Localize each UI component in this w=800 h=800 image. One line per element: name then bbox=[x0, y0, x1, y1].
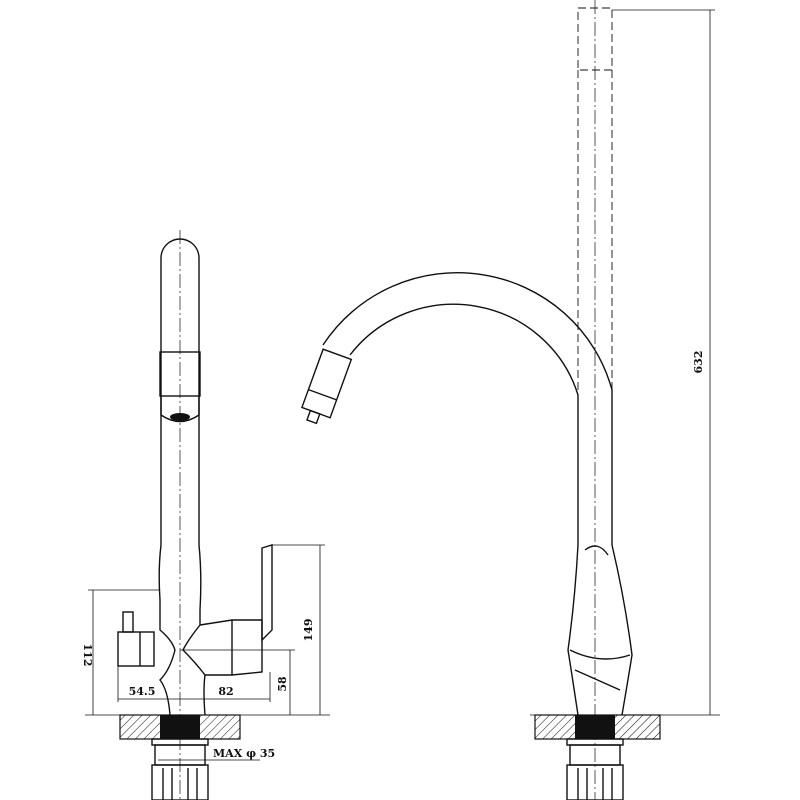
side-spout-band bbox=[159, 351, 201, 397]
dim-handle-height: 149 bbox=[302, 619, 315, 642]
side-nut bbox=[151, 764, 209, 800]
front-nut bbox=[566, 764, 624, 800]
side-aerator bbox=[160, 396, 200, 423]
dim-max-hole: MAX φ 35 bbox=[213, 747, 275, 760]
side-view bbox=[117, 230, 273, 800]
dim-side-height: 112 bbox=[81, 644, 94, 667]
dim-left-offset: 54.5 bbox=[129, 685, 156, 698]
side-knob-stem bbox=[122, 611, 134, 633]
front-spout-phantom-band bbox=[577, 7, 613, 71]
side-base-hole bbox=[160, 715, 200, 739]
front-body bbox=[567, 544, 633, 716]
front-view bbox=[301, 0, 661, 800]
side-handle-body bbox=[199, 619, 263, 676]
dim-total-height: 632 bbox=[692, 351, 705, 374]
side-dimensions: 112 149 58 54.5 82 MAX φ 35 bbox=[81, 544, 325, 761]
side-handle-lever bbox=[261, 544, 273, 642]
side-spout-tube bbox=[160, 238, 200, 545]
front-gooseneck-inner bbox=[349, 303, 579, 545]
dim-outlet-height: 58 bbox=[276, 676, 289, 692]
front-nozzle bbox=[301, 348, 353, 425]
front-base-hole bbox=[575, 715, 615, 739]
front-dimensions: 632 bbox=[612, 9, 715, 715]
front-gooseneck-outer bbox=[322, 272, 613, 545]
side-aerator-outlet bbox=[170, 413, 190, 421]
side-left-knob bbox=[117, 631, 155, 667]
dim-right-offset: 82 bbox=[218, 685, 233, 698]
side-body bbox=[158, 544, 206, 716]
